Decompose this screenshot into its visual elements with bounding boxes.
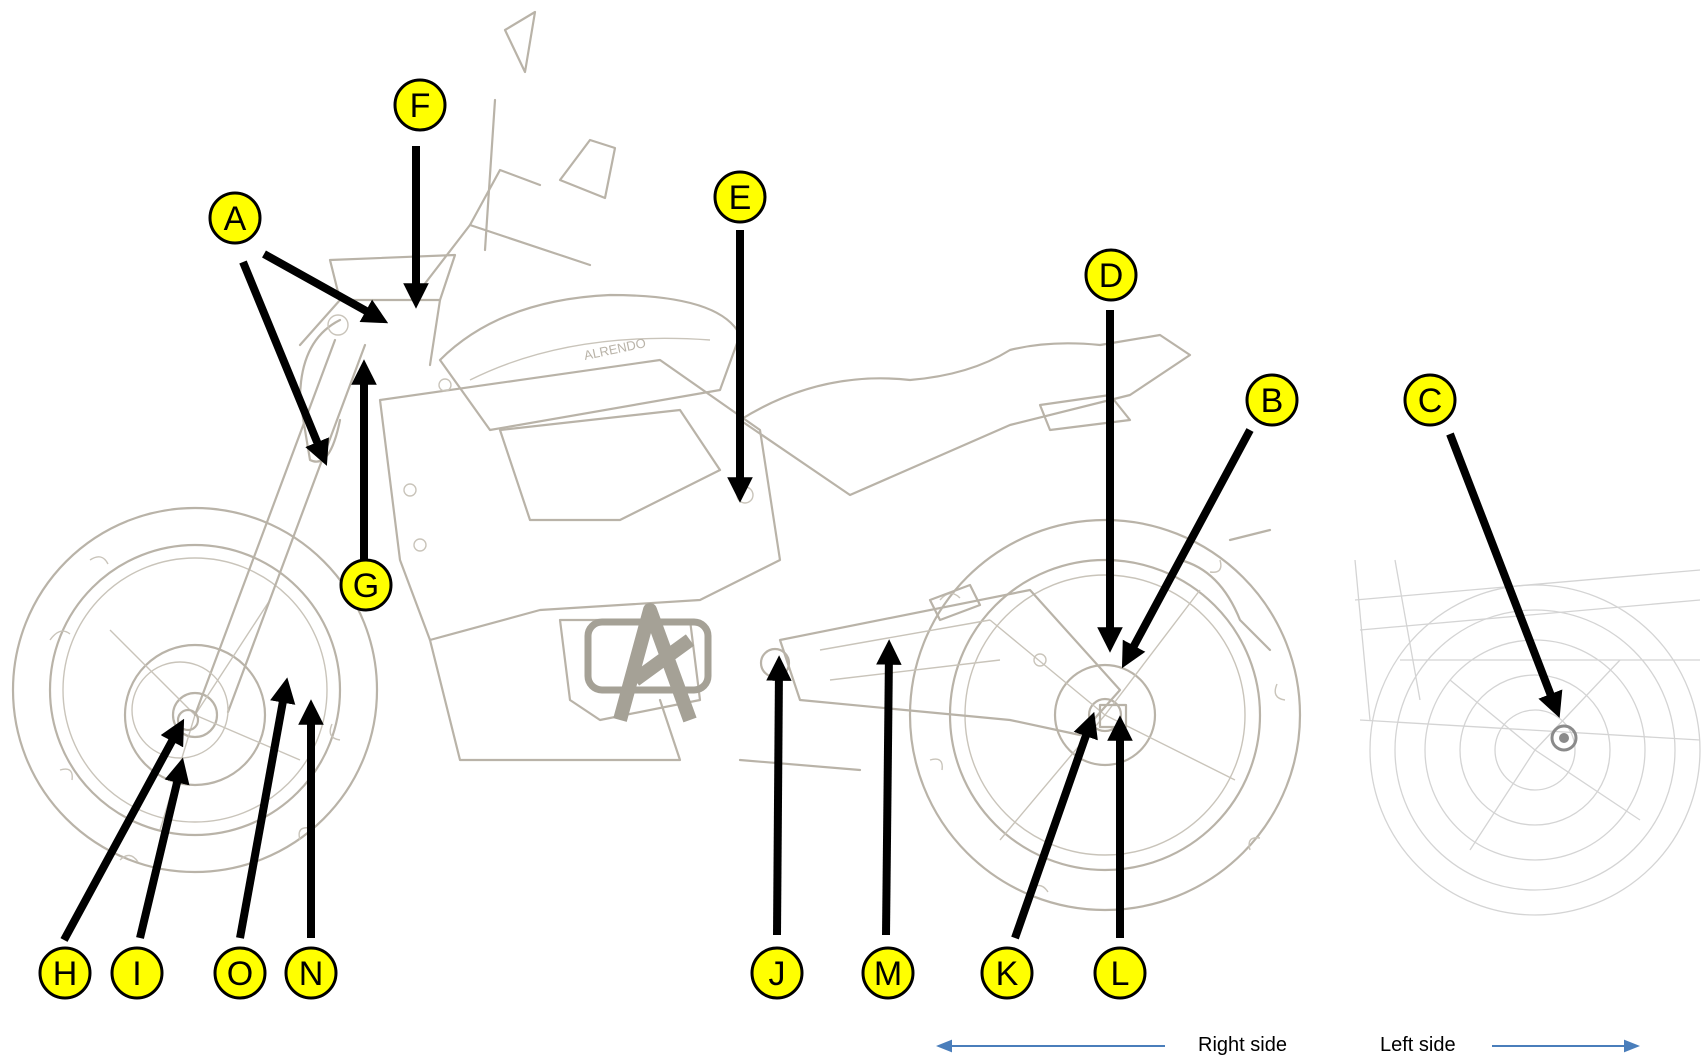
callout-arrows [60, 146, 1563, 942]
left-side-inset [1354, 559, 1701, 916]
svg-text:C: C [1418, 382, 1443, 420]
svg-text:B: B [1261, 382, 1284, 420]
svg-text:M: M [874, 955, 902, 993]
svg-text:F: F [410, 87, 431, 125]
callout-N: N [284, 946, 338, 1000]
arrow-A1 [262, 250, 389, 324]
svg-text:K: K [996, 955, 1019, 993]
arrow-J [766, 655, 792, 936]
right-side-label: Right side [1198, 1034, 1287, 1056]
callout-I: I [110, 946, 164, 1000]
callout-B: B [1245, 373, 1299, 427]
svg-text:J: J [769, 955, 786, 993]
svg-text:A: A [224, 200, 247, 238]
alrendo-logo [584, 603, 712, 723]
callout-H: H [38, 946, 92, 1000]
tank-brand-text: ALRENDO [583, 335, 648, 363]
callout-M: M [861, 946, 915, 1000]
left-side-label: Left side [1380, 1034, 1456, 1056]
svg-text:I: I [132, 955, 141, 993]
callout-F: F [393, 78, 447, 132]
svg-text:O: O [227, 955, 253, 993]
arrow-H [60, 718, 185, 942]
callout-K: K [980, 946, 1034, 1000]
svg-text:D: D [1099, 257, 1124, 295]
callout-A: A [208, 191, 262, 245]
arrow-A2 [239, 260, 329, 466]
motorcycle-drawing [11, 10, 1302, 912]
svg-text:H: H [53, 955, 78, 993]
svg-text:E: E [729, 179, 752, 217]
callout-D: D [1084, 248, 1138, 302]
callout-C: C [1403, 373, 1457, 427]
arrow-B [1121, 428, 1254, 669]
callout-O: O [213, 946, 267, 1000]
arrow-I [136, 757, 190, 939]
arrow-C [1446, 432, 1563, 718]
callout-E: E [713, 170, 767, 224]
front-wheel [11, 506, 379, 874]
callout-J: J [750, 946, 804, 1000]
svg-text:N: N [299, 955, 324, 993]
callout-L: L [1093, 946, 1147, 1000]
callout-G: G [339, 558, 393, 612]
svg-text:L: L [1111, 955, 1130, 993]
arrow-M [876, 639, 902, 936]
svg-text:G: G [353, 567, 379, 605]
arrow-K [1011, 711, 1098, 940]
arrow-O [236, 677, 296, 939]
callout-labels: A F G E D B C H [38, 78, 1457, 1000]
